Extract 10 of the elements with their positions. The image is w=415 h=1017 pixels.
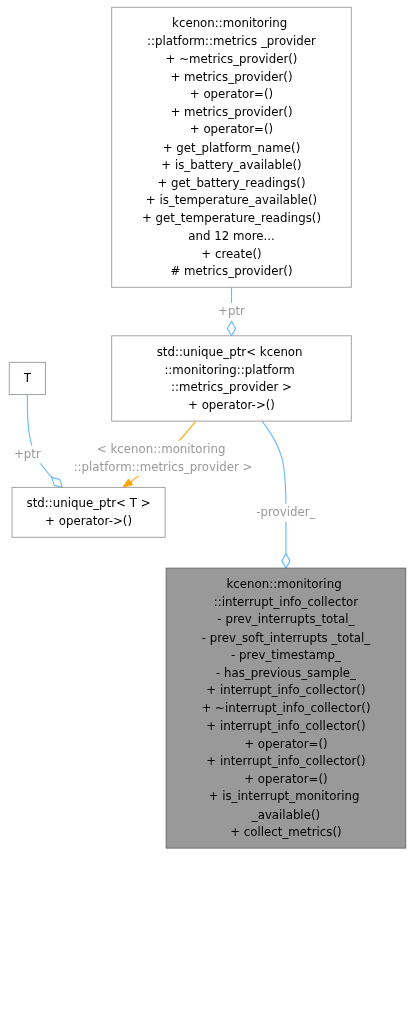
edge-label: -provider_ [256,505,316,519]
edge-label: +ptr [13,447,41,461]
node-box: std::unique_ptr< kcenon ::monitoring::platform ::metrics_provider > + operator->() [111,335,352,422]
node-box: kcenon::monitoring ::interrupt_info_collector - prev_interrupts_total_ - prev_soft_interrupts _total_ - prev_timestamp_ - has_previous_sample_ + interrupt_info_collector() + ~interrupt_info_collector() + interrupt_info_collector() + operator=() + interrupt_info_collector() + operator=() + is_interrupt_monitoring _available() + collect_metrics() [165,567,407,849]
connector [261,420,291,569]
edge-label: < kcenon::monitoring ::platform::metrics_provider > [73,442,253,474]
node-box: T [8,361,46,396]
node-box: std::unique_ptr< T > + operator->() [11,486,166,538]
edge-label: +ptr [218,304,245,319]
node-box: kcenon::monitoring ::platform::metrics _provider + ~metrics_provider() + metrics_provider() + operator=() + metrics_provider() + operator=() + get_platform_name() + is_battery_available() + get_battery_readings() + is_temperature_available() + get_temperature_readings() and 12 more... + create() # metrics_provider() [111,6,352,288]
